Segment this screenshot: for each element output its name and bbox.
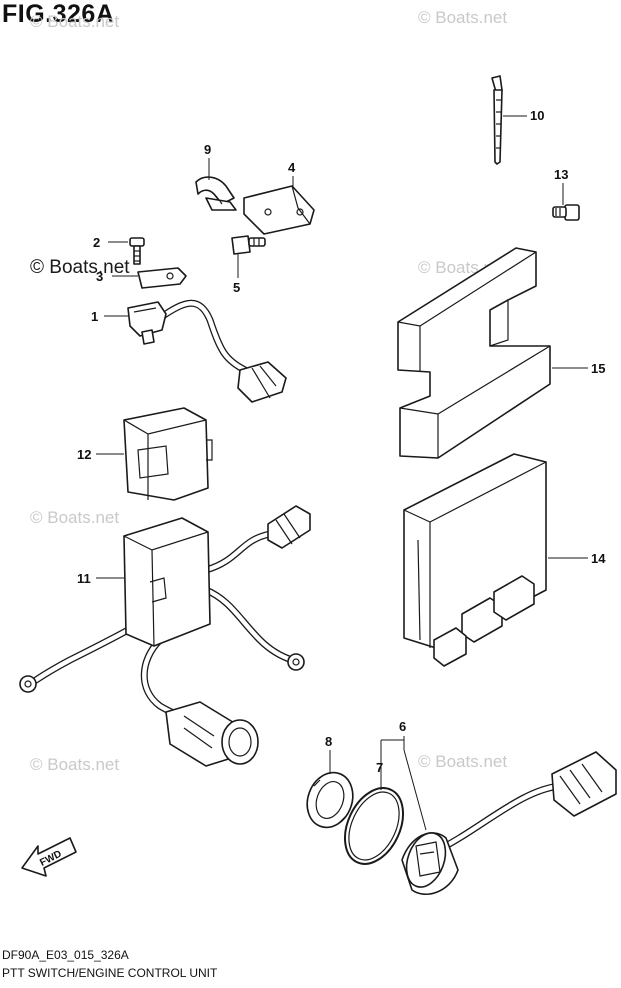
part-6-ptt-switch-assy[interactable] <box>400 751 617 895</box>
callout-13: 13 <box>554 167 568 182</box>
callout-11: 11 <box>77 571 91 586</box>
fwd-direction-arrow: FWD <box>21 837 77 877</box>
watermark: © Boats.net <box>418 8 508 27</box>
callout-8: 8 <box>325 734 332 749</box>
callout-5: 5 <box>233 280 240 295</box>
callout-14: 14 <box>591 551 606 566</box>
part-10-cable-tie[interactable] <box>491 75 503 165</box>
part-14-engine-control-unit[interactable] <box>403 453 547 667</box>
watermark: © Boats.net <box>30 508 120 527</box>
part-15-ecu-cover[interactable] <box>397 247 551 459</box>
watermark-dark: © Boats.net <box>30 257 130 278</box>
figure-title: FIG.326A <box>2 0 115 28</box>
callout-3: 3 <box>96 269 103 284</box>
part-8-lock-nut[interactable] <box>300 766 360 834</box>
callout-10: 10 <box>530 108 544 123</box>
part-3-plate[interactable] <box>137 267 187 289</box>
watermark: © Boats.net <box>30 755 120 774</box>
part-7-o-ring[interactable] <box>334 779 415 873</box>
callout-9: 9 <box>204 142 211 157</box>
part-2-screw[interactable] <box>129 237 145 265</box>
figure-code: DF90A_E03_015_326A <box>2 948 129 962</box>
callout-2: 2 <box>93 235 100 250</box>
figure-caption: PTT SWITCH/ENGINE CONTROL UNIT <box>2 966 218 980</box>
part-9-clip[interactable] <box>195 176 237 211</box>
callout-6: 6 <box>399 719 406 734</box>
part-11-harness-module[interactable] <box>19 505 311 767</box>
part-12-cover-cap[interactable] <box>123 407 213 501</box>
part-4-bracket[interactable] <box>243 185 315 235</box>
callout-7: 7 <box>376 760 383 775</box>
callout-12: 12 <box>77 447 91 462</box>
part-1-ptt-switch[interactable] <box>127 299 287 403</box>
callout-15: 15 <box>591 361 605 376</box>
callout-1: 1 <box>91 309 98 324</box>
watermark: © Boats.net <box>418 752 508 771</box>
part-5-screw[interactable] <box>231 235 266 255</box>
watermark: © Boats.net <box>30 12 120 31</box>
part-13-bolt[interactable] <box>552 204 580 221</box>
callout-4: 4 <box>288 160 296 175</box>
